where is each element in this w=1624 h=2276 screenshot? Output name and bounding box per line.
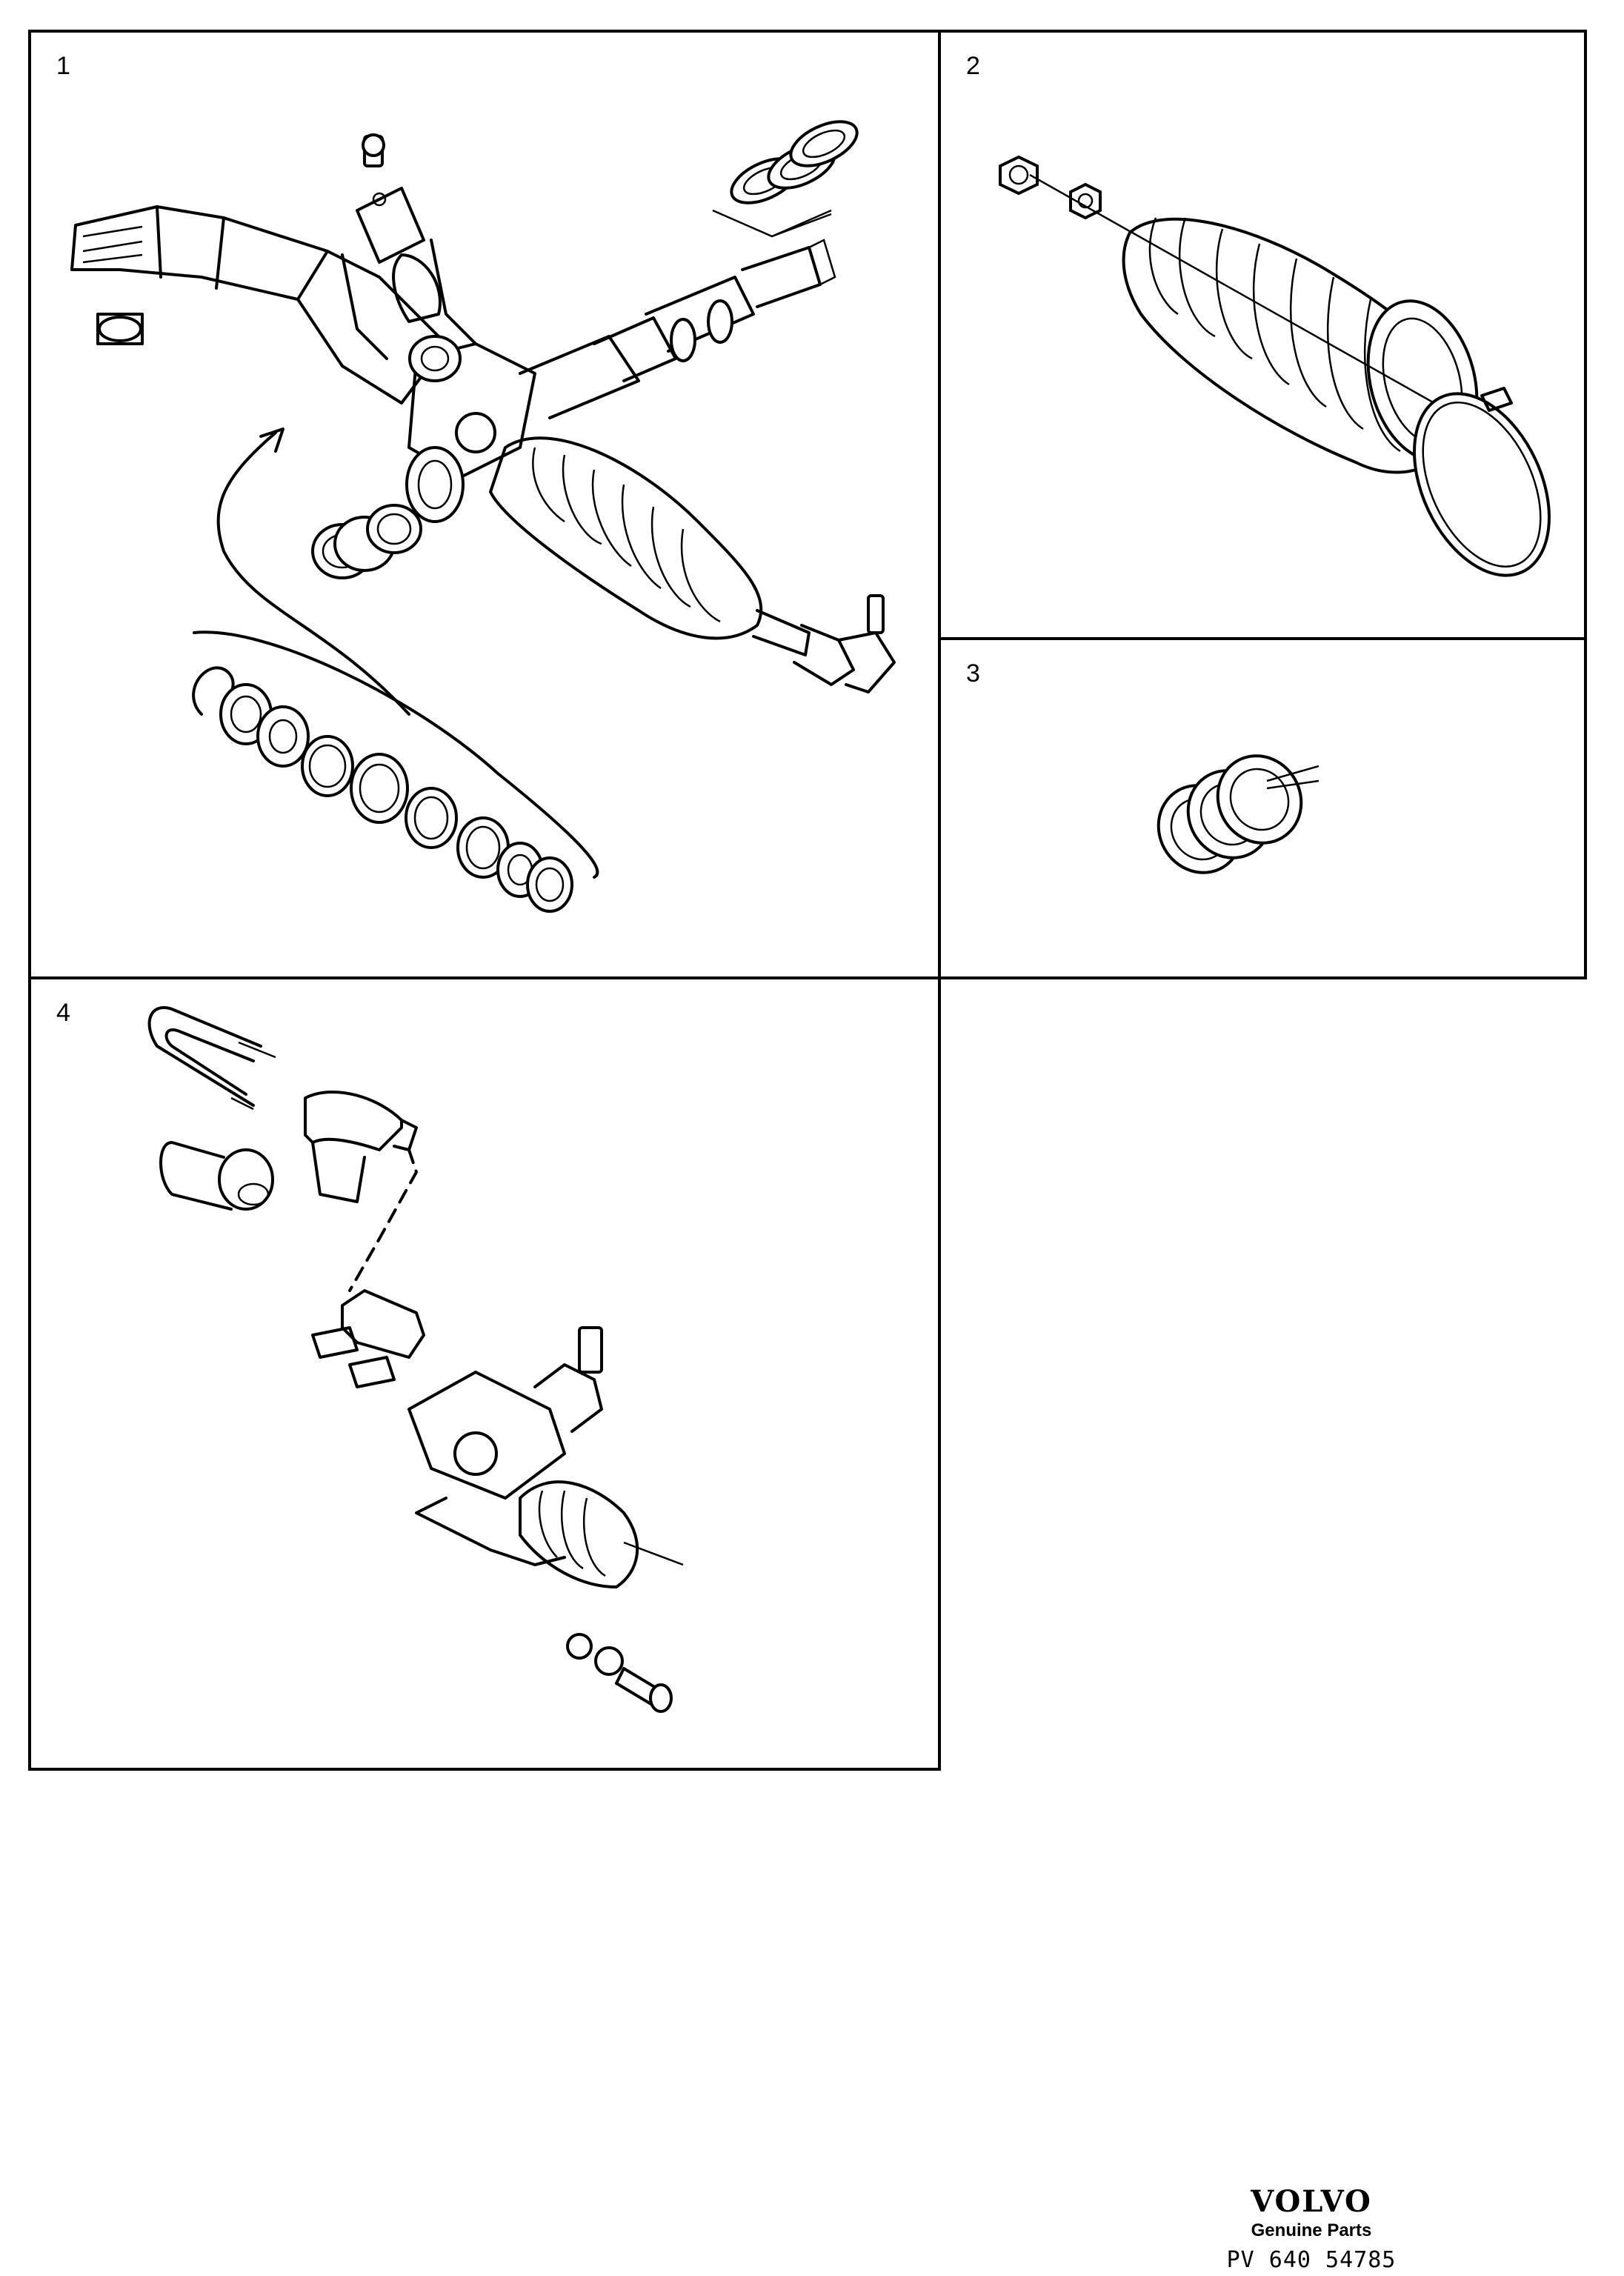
bearing-illustration [1157, 754, 1320, 874]
pinion-bearings [712, 120, 859, 238]
panel-1-steering-rack-assembly: 1 [28, 30, 941, 979]
panel-number: 3 [966, 659, 980, 688]
panel-4-mounting-hardware: 4 [28, 976, 941, 1771]
boot-kit-illustration [999, 155, 1551, 577]
mount-bushing [159, 1141, 274, 1211]
boot-clamp [1413, 387, 1551, 577]
curved-arrow [216, 427, 410, 716]
panel-number: 1 [56, 52, 70, 80]
clamp-bracket [304, 1091, 418, 1203]
genuine-parts-tagline: Genuine Parts [1251, 2220, 1372, 2240]
tie-rod-end [752, 594, 896, 693]
panel-number: 2 [966, 52, 980, 80]
panel-3-bearing: 3 [938, 637, 1587, 979]
rack-housing [70, 205, 447, 405]
right-bellows-boot [489, 436, 763, 640]
mounting-illustration [147, 1006, 684, 1713]
seal-kit [192, 630, 599, 913]
rack-bellows [519, 1480, 684, 1588]
panel-number: 4 [56, 999, 70, 1027]
volvo-logo: VOLVO [1251, 2184, 1372, 2219]
steering-rack-illustration [70, 120, 896, 913]
footer-brand: VOLVO Genuine Parts PV 640 54785 [1200, 2184, 1422, 2273]
u-bolt [147, 1006, 276, 1111]
catalog-code: PV 640 54785 [1226, 2247, 1397, 2273]
end-cap [311, 504, 422, 579]
panel-2-boot-kit: 2 [938, 30, 1587, 640]
bearing-stack [1157, 754, 1320, 874]
valve-body [405, 342, 536, 523]
rack-housing [407, 1326, 603, 1566]
pinion-shaft [519, 239, 836, 419]
nuts [999, 155, 1102, 220]
bolt-hardware [566, 1633, 673, 1713]
cover-plate [356, 133, 477, 382]
mount-bracket [311, 1289, 425, 1388]
dashed-lines [348, 1148, 418, 1292]
